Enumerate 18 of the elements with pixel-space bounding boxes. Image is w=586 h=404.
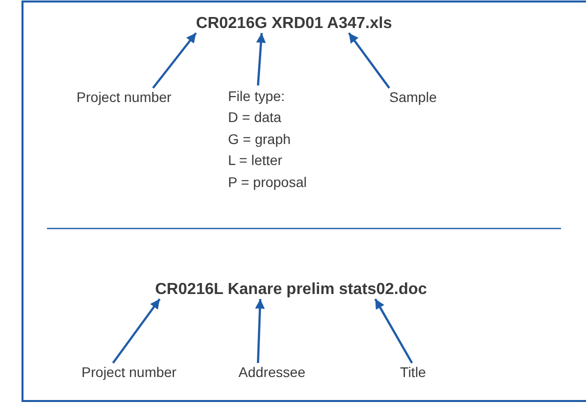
list-item: L = letter <box>228 151 284 170</box>
callout-label: Title <box>400 363 426 381</box>
callout-label: Project number <box>76 88 172 106</box>
arrow <box>348 32 390 89</box>
arrow <box>152 32 197 89</box>
callout-label: Addressee <box>238 363 306 381</box>
callout-label: File type: <box>228 86 286 106</box>
callout-label: Project number <box>82 363 176 381</box>
callout-label: Sample <box>389 88 437 106</box>
list-item: P = proposal <box>228 172 307 192</box>
arrow <box>255 298 265 364</box>
arrow <box>374 298 413 364</box>
list-item: D = data <box>228 108 282 127</box>
arrow <box>256 32 266 86</box>
arrow <box>112 298 161 364</box>
list-item: G = graph <box>228 130 292 149</box>
file-name: CR0216L Kanare prelim stats02.doc <box>155 280 427 299</box>
file-name: CR0216G XRD01 A347.xls <box>196 14 392 33</box>
